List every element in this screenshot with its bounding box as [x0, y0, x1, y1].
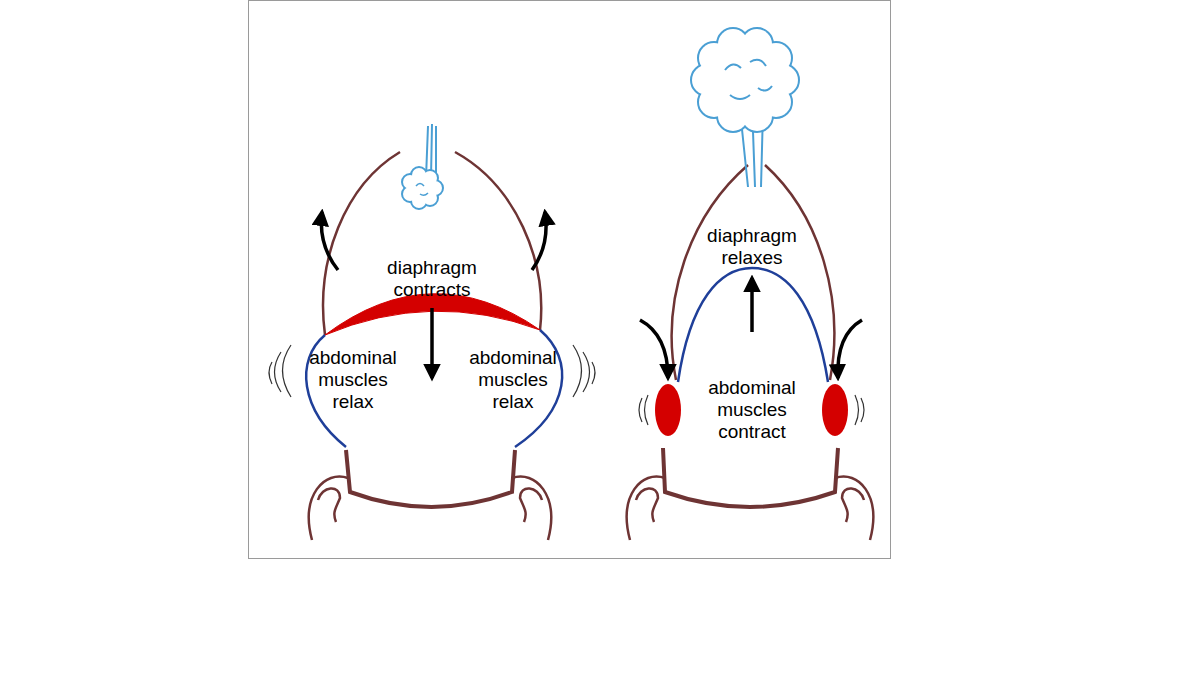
curved-arrow [532, 212, 546, 270]
motion-marks [855, 395, 864, 425]
part-label: abdominal muscles contract [700, 377, 805, 443]
leg [512, 477, 551, 540]
part-label: abdominal muscles relax [466, 347, 561, 413]
inhale-figure [269, 124, 595, 540]
down-arrow [430, 308, 434, 378]
curved-arrow [838, 320, 862, 378]
lower-body [663, 448, 838, 507]
contracted-muscle [655, 384, 681, 436]
part-label: diaphragm relaxes [692, 225, 812, 269]
curved-arrow [640, 320, 668, 378]
motion-marks [573, 345, 595, 397]
part-label: abdominal muscles relax [306, 347, 401, 413]
part-label: diaphragm contracts [367, 257, 497, 301]
contracted-muscle [822, 384, 848, 436]
leg [835, 477, 873, 540]
frame [249, 1, 891, 559]
air-cloud [692, 29, 798, 131]
lower-body [346, 450, 515, 507]
curved-arrow [321, 212, 338, 270]
motion-marks [639, 395, 648, 425]
up-arrow [750, 278, 754, 332]
exhale-figure [627, 29, 873, 540]
leg [309, 477, 348, 540]
head-outline [672, 165, 748, 380]
motion-marks [269, 345, 291, 397]
leg [627, 477, 665, 540]
diaphragm [678, 268, 828, 382]
air-cloud [403, 168, 442, 208]
